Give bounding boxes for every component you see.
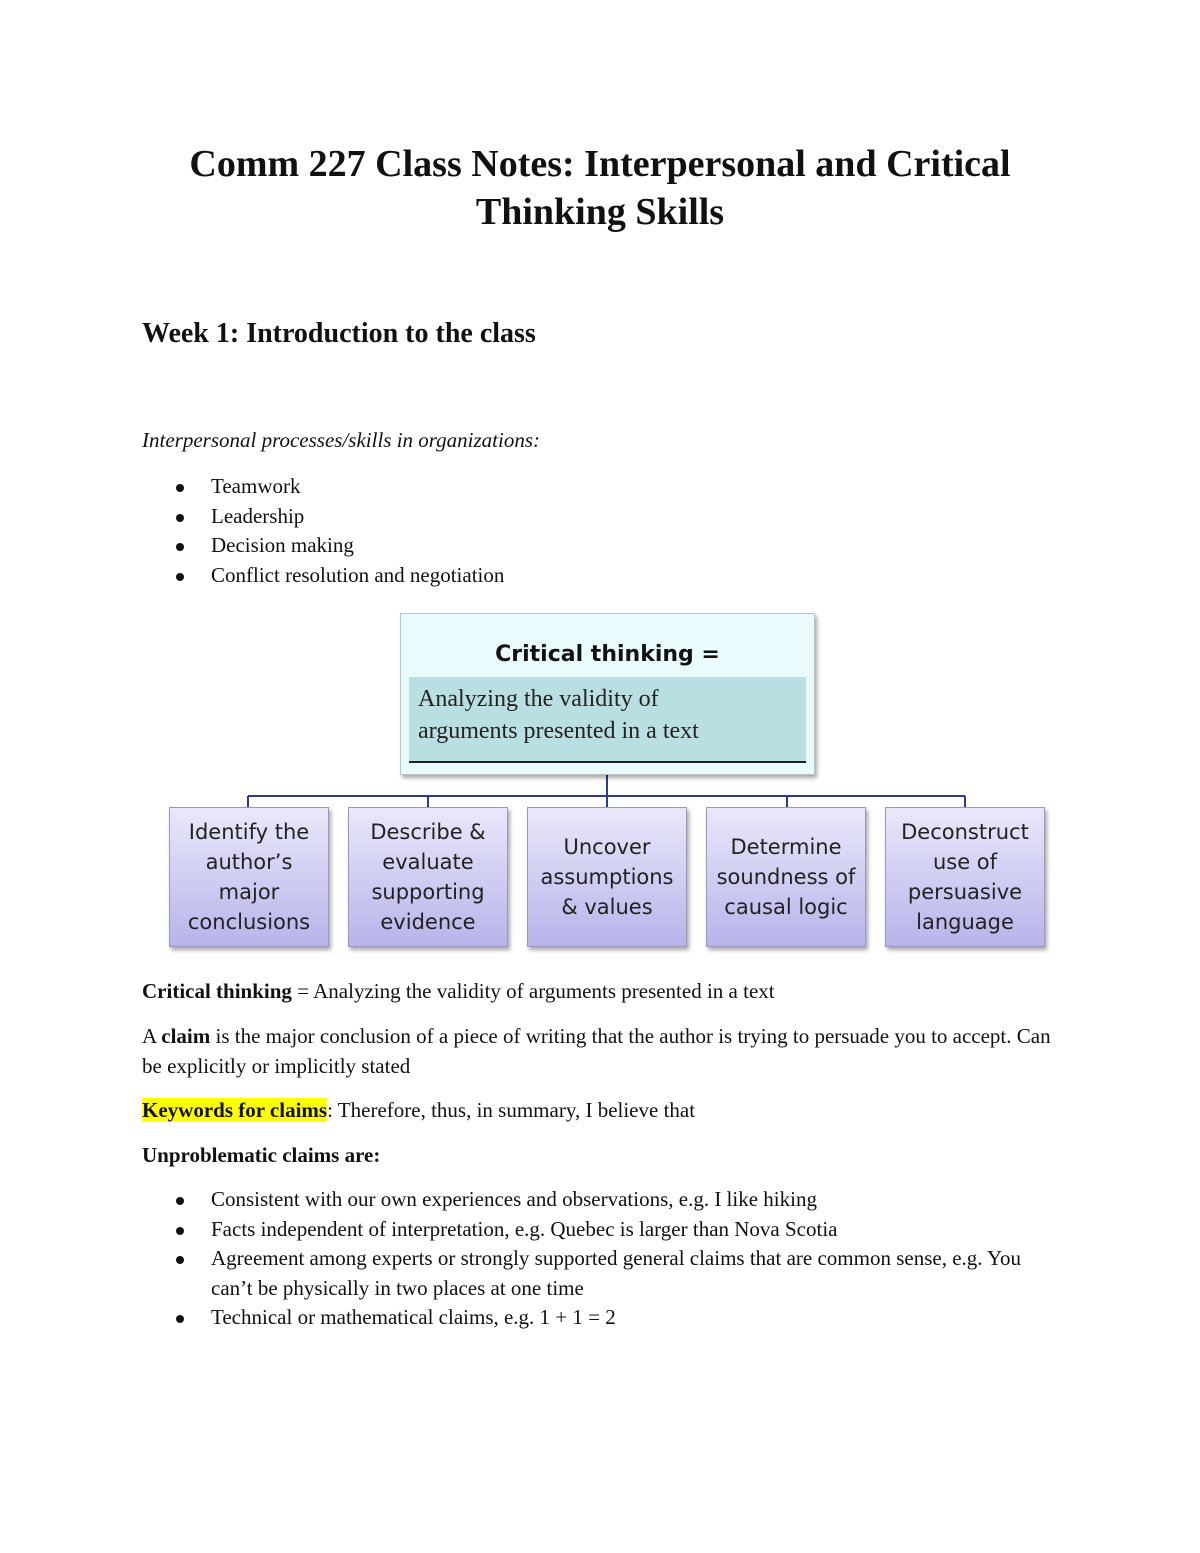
title-line-1: Comm 227 Class Notes: Interpersonal and … [189,143,1011,185]
list-item: Facts independent of interpretation, e.g… [142,1215,1062,1245]
diagram-root-box: Critical thinking = Analyzing the validi… [400,613,815,775]
diagram-child-label: Determine soundness of causal logic [716,835,856,919]
diagram-child-label: Describe & evaluate supporting evidence [370,820,486,934]
diagram-root-definition: Analyzing the validity of arguments pres… [409,677,806,763]
list-item: Decision making [142,531,504,561]
definition-line-2: arguments presented in a text [418,718,699,744]
diagram-child-uncover-assumptions: Uncover assumptions & values [527,807,687,947]
list-item: Leadership [142,502,504,532]
list-item: Conflict resolution and negotiation [142,561,504,591]
diagram-child-label: Identify the author’s major conclusions [187,820,311,934]
list-item: Agreement among experts or strongly supp… [142,1244,1062,1303]
list-item: Technical or mathematical claims, e.g. 1… [142,1303,1062,1333]
keywords-for-claims: Keywords for claims: Therefore, thus, in… [142,1096,1062,1126]
diagram-child-identify-conclusions: Identify the author’s major conclusions [169,807,329,947]
title-line-2: Thinking Skills [475,191,725,233]
keywords-text: : Therefore, thus, in summary, I believe… [327,1098,696,1122]
critical-thinking-diagram: Critical thinking = Analyzing the validi… [169,613,1045,947]
diagram-child-causal-logic: Determine soundness of causal logic [706,807,866,947]
definition-text: = Analyzing the validity of arguments pr… [291,979,775,1003]
diagram-root-title: Critical thinking = [495,642,720,667]
critical-thinking-definition: Critical thinking = Analyzing the validi… [142,977,1062,1007]
claim-definition: A claim is the major conclusion of a pie… [142,1022,1062,1081]
diagram-child-label: Uncover assumptions & values [540,835,674,919]
keywords-label-highlighted: Keywords for claims [142,1098,328,1122]
list-item: Consistent with our own experiences and … [142,1185,1062,1215]
diagram-child-label: Deconstruct use of persuasive language [901,820,1029,934]
unproblematic-claims-heading: Unproblematic claims are: [142,1143,381,1167]
diagram-child-persuasive-language: Deconstruct use of persuasive language [885,807,1045,947]
diagram-child-evaluate-evidence: Describe & evaluate supporting evidence [348,807,508,947]
definition-line-1: Analyzing the validity of [418,686,659,712]
skills-intro-label: Interpersonal processes/skills in organi… [142,428,541,452]
week-heading: Week 1: Introduction to the class [142,318,536,349]
term-critical-thinking: Critical thinking [142,979,292,1003]
claim-text: is the major conclusion of a piece of wr… [142,1024,1051,1078]
term-claim: claim [161,1024,211,1048]
list-item: Teamwork [142,472,504,502]
document-title: Comm 227 Class Notes: Interpersonal and … [0,140,1200,236]
claim-prefix: A [142,1024,162,1048]
skills-list: Teamwork Leadership Decision making Conf… [142,472,504,590]
unproblematic-claims-list: Consistent with our own experiences and … [142,1185,1062,1333]
